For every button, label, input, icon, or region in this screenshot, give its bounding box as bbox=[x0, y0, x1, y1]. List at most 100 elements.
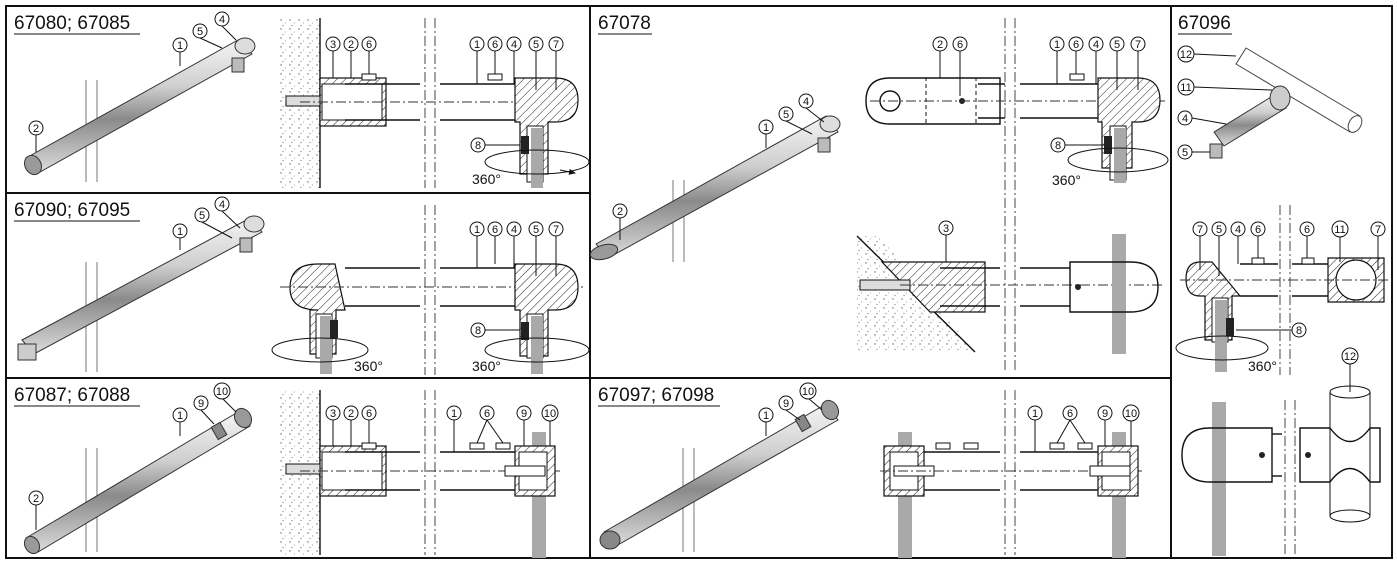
panel-6-section-view: 360° bbox=[1175, 205, 1392, 375]
callout-part-1: 1 bbox=[758, 407, 774, 436]
svg-text:2: 2 bbox=[33, 493, 39, 505]
svg-text:6: 6 bbox=[957, 39, 963, 51]
callout-part-1: 1 bbox=[1049, 36, 1065, 84]
panel-5-drawing bbox=[599, 390, 1145, 558]
callout-part-6: 6 bbox=[1068, 36, 1084, 74]
svg-text:11: 11 bbox=[1180, 82, 1191, 94]
callout-part-5: 5 bbox=[194, 207, 233, 239]
svg-text:9: 9 bbox=[1102, 408, 1108, 420]
svg-text:7: 7 bbox=[1135, 39, 1141, 51]
svg-text:1: 1 bbox=[1054, 39, 1060, 51]
svg-text:8: 8 bbox=[475, 140, 481, 152]
svg-text:3: 3 bbox=[943, 223, 949, 235]
callout-part-4: 4 bbox=[214, 196, 241, 229]
callout-part-10: 10 bbox=[1122, 404, 1140, 446]
svg-text:5: 5 bbox=[1114, 39, 1120, 51]
svg-text:6: 6 bbox=[492, 224, 498, 236]
callout-part-6: 6 bbox=[487, 36, 503, 74]
callout-part-7: 7 bbox=[1192, 221, 1208, 270]
callout-part-8: 8 bbox=[1236, 322, 1307, 338]
callout-part-5: 5 bbox=[528, 221, 544, 276]
panel-5-rod-illustration bbox=[599, 399, 840, 552]
callout-part-7: 7 bbox=[548, 36, 564, 90]
callout-part-2: 2 bbox=[28, 490, 44, 530]
callout-part-6: 6 bbox=[1250, 221, 1266, 258]
svg-text:1: 1 bbox=[474, 39, 480, 51]
svg-text:4: 4 bbox=[1182, 113, 1188, 125]
callout-part-1: 1 bbox=[172, 407, 188, 436]
callout-part-9: 9 bbox=[778, 395, 801, 421]
callout-part-6: 6 bbox=[487, 221, 503, 264]
panel-6-bottom-view bbox=[1181, 385, 1381, 556]
callout-part-5: 5 bbox=[1211, 221, 1227, 276]
part-callouts: 1 5 4 2 3 2 6 1 6 4 5 7 8 1 5 4 1 6 4 5 … bbox=[28, 11, 1386, 530]
svg-text:10: 10 bbox=[802, 386, 814, 398]
panel-6-drawing: 360° bbox=[1175, 47, 1392, 556]
callout-part-1: 1 bbox=[758, 119, 774, 148]
svg-text:4: 4 bbox=[803, 96, 809, 108]
svg-text:6: 6 bbox=[484, 408, 490, 420]
svg-text:8: 8 bbox=[1055, 140, 1061, 152]
svg-text:4: 4 bbox=[511, 39, 517, 51]
svg-text:1: 1 bbox=[177, 410, 183, 422]
panel-2-rod-illustration bbox=[17, 215, 265, 372]
panel-6-rotation-label: 360° bbox=[1248, 358, 1277, 374]
svg-text:3: 3 bbox=[330, 39, 336, 51]
callout-part-5: 5 bbox=[192, 23, 223, 49]
callout-part-2: 2 bbox=[343, 36, 359, 78]
callout-part-9: 9 bbox=[1097, 405, 1113, 446]
callout-part-8: 8 bbox=[470, 137, 520, 153]
svg-text:4: 4 bbox=[219, 14, 225, 26]
callout-part-6: 6 bbox=[1299, 221, 1315, 258]
svg-text:2: 2 bbox=[33, 123, 39, 135]
svg-text:6: 6 bbox=[1304, 224, 1310, 236]
callout-part-1: 1 bbox=[446, 405, 462, 452]
callout-part-11: 11 bbox=[1177, 78, 1273, 96]
panel-title-1: 67080; 67085 bbox=[14, 13, 130, 34]
callout-part-2: 2 bbox=[612, 203, 628, 240]
svg-text:6: 6 bbox=[492, 39, 498, 51]
callout-part-6: 6 bbox=[361, 36, 377, 74]
callout-part-12: 12 bbox=[1177, 45, 1237, 63]
svg-text:5: 5 bbox=[533, 39, 539, 51]
callout-part-4: 4 bbox=[506, 221, 522, 268]
svg-text:8: 8 bbox=[475, 325, 481, 337]
callout-part-7: 7 bbox=[548, 221, 564, 276]
callout-part-1: 1 bbox=[1027, 405, 1043, 452]
callout-part-4: 4 bbox=[214, 11, 237, 41]
panel-2-section-view: 360° 360° bbox=[271, 205, 590, 375]
svg-text:3: 3 bbox=[330, 408, 336, 420]
callout-part-12: 12 bbox=[1341, 347, 1359, 392]
callout-part-6: 6 bbox=[361, 405, 377, 443]
svg-text:10: 10 bbox=[216, 386, 228, 398]
callout-part-6: 6 bbox=[952, 36, 968, 96]
panel-2-drawing: 360° 360° bbox=[17, 205, 590, 375]
svg-text:5: 5 bbox=[1216, 224, 1222, 236]
panel-1-drawing: 360° bbox=[24, 18, 590, 188]
callout-part-11: 11 bbox=[1331, 220, 1349, 262]
svg-text:6: 6 bbox=[366, 408, 372, 420]
panel-1-section-view: 360° bbox=[278, 18, 590, 188]
svg-text:5: 5 bbox=[197, 26, 203, 38]
callout-part-1: 1 bbox=[172, 223, 188, 250]
callout-part-2: 2 bbox=[28, 120, 44, 152]
svg-text:2: 2 bbox=[937, 39, 943, 51]
svg-text:6: 6 bbox=[1255, 224, 1261, 236]
outer-frame bbox=[5, 5, 1393, 559]
callout-part-9: 9 bbox=[516, 405, 532, 446]
svg-text:5: 5 bbox=[199, 210, 205, 222]
svg-text:1: 1 bbox=[177, 226, 183, 238]
panel-title-4: 67078 bbox=[598, 13, 651, 34]
svg-text:1: 1 bbox=[763, 122, 769, 134]
panel-2-rotation-label-right: 360° bbox=[472, 358, 501, 374]
callout-part-5: 5 bbox=[778, 106, 813, 135]
panel-titles: 67080; 67085 67090; 67095 67087; 67088 6… bbox=[14, 13, 1232, 407]
callout-part-2: 2 bbox=[932, 36, 948, 78]
callout-part-10: 10 bbox=[213, 382, 237, 413]
panel-grid bbox=[5, 5, 1393, 559]
panel-6-illustration bbox=[1209, 47, 1363, 159]
svg-text:7: 7 bbox=[553, 224, 559, 236]
callout-part-7: 7 bbox=[1370, 221, 1386, 270]
svg-text:7: 7 bbox=[1375, 224, 1381, 236]
